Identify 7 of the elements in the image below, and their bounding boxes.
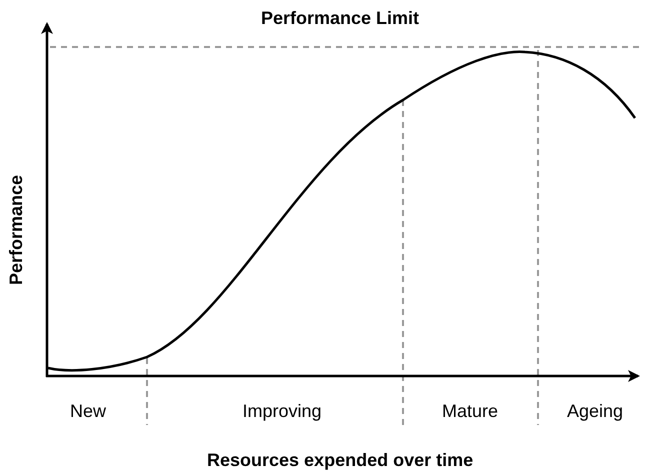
phase-label: Ageing [567,401,624,421]
axis-label: Resources expended over time [207,450,474,470]
phase-label: Mature [442,401,498,421]
phase-label: Improving [242,401,322,421]
chart-title: Performance Limit [261,8,420,28]
axis-label: Performance [6,174,26,286]
phase-label: New [70,401,106,421]
